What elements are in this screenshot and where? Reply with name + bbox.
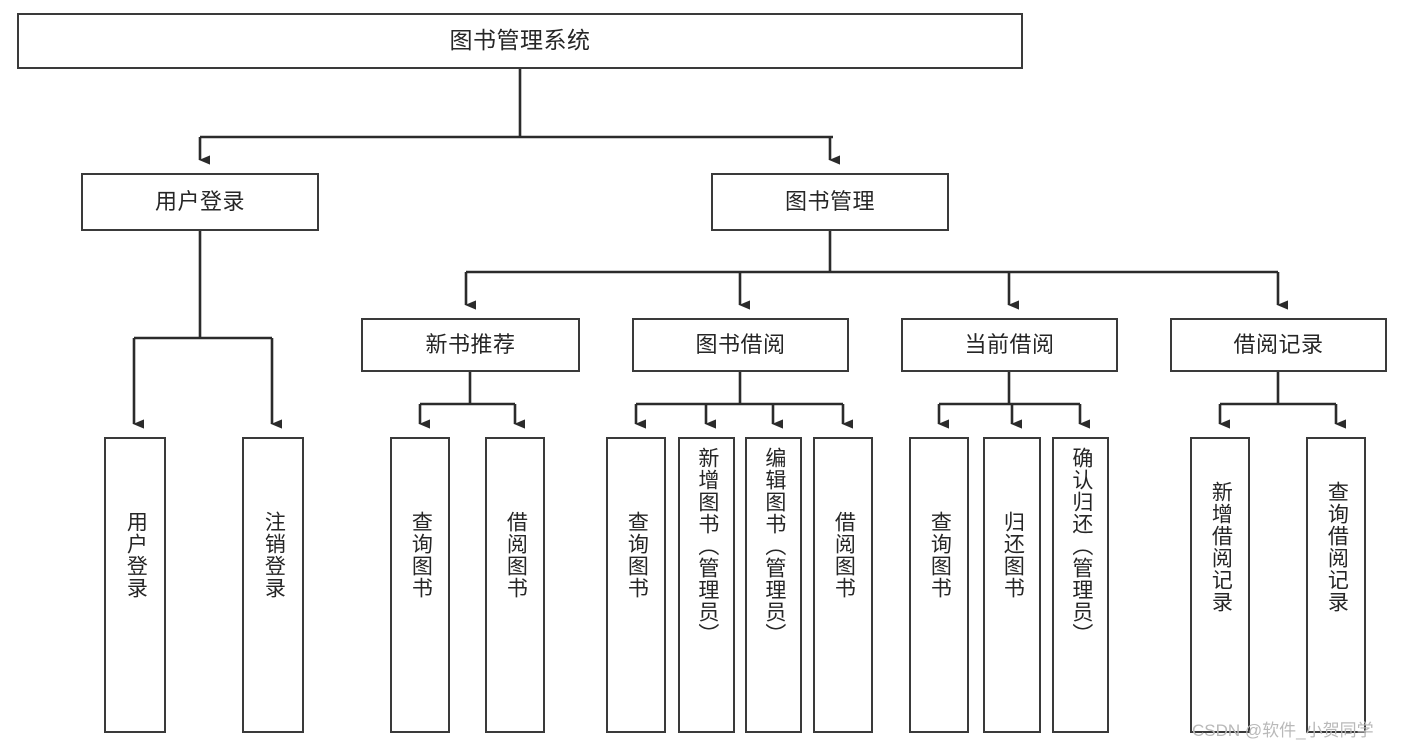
node-leaf-query-book-current-label: 查询图书 [928, 511, 952, 599]
node-leaf-query-record-label: 查询借阅记录 [1325, 481, 1349, 613]
node-leaf-return-book-label: 归还图书 [1001, 511, 1025, 599]
node-leaf-query-book-borrow[interactable]: 查询图书 [606, 437, 666, 733]
node-leaf-add-record-label: 新增借阅记录 [1209, 481, 1233, 613]
node-borrow-record[interactable]: 借阅记录 [1170, 318, 1387, 372]
node-book-borrow-label: 图书借阅 [695, 331, 786, 357]
node-leaf-add-record[interactable]: 新增借阅记录 [1190, 437, 1250, 733]
node-leaf-user-login[interactable]: 用户登录 [104, 437, 166, 733]
node-leaf-query-record[interactable]: 查询借阅记录 [1306, 437, 1366, 733]
node-leaf-borrow-book-borrow-label: 借阅图书 [832, 511, 856, 599]
node-leaf-logout-label: 注销登录 [262, 511, 286, 599]
node-leaf-query-book-rec-label: 查询图书 [409, 511, 433, 599]
node-book-manage[interactable]: 图书管理 [711, 173, 949, 231]
node-leaf-edit-book[interactable]: 编辑图书（管理员） [745, 437, 802, 733]
node-leaf-query-book-borrow-label: 查询图书 [625, 511, 649, 599]
node-book-borrow[interactable]: 图书借阅 [632, 318, 849, 372]
node-leaf-confirm-return[interactable]: 确认归还（管理员） [1052, 437, 1109, 733]
node-leaf-borrow-book-borrow[interactable]: 借阅图书 [813, 437, 873, 733]
node-new-book-rec-label: 新书推荐 [425, 331, 516, 357]
node-leaf-confirm-return-label: 确认归还（管理员） [1069, 447, 1093, 645]
csdn-watermark: CSDN @软件_小贺同学 [1192, 721, 1374, 740]
node-leaf-edit-book-label: 编辑图书（管理员） [762, 447, 786, 645]
node-root[interactable]: 图书管理系统 [17, 13, 1023, 69]
node-current-borrow[interactable]: 当前借阅 [901, 318, 1118, 372]
node-leaf-add-book[interactable]: 新增图书（管理员） [678, 437, 735, 733]
node-new-book-rec[interactable]: 新书推荐 [361, 318, 580, 372]
node-leaf-add-book-label: 新增图书（管理员） [695, 447, 719, 645]
node-leaf-user-login-label: 用户登录 [124, 511, 148, 599]
node-user-login-label: 用户登录 [154, 188, 245, 214]
node-user-login[interactable]: 用户登录 [81, 173, 319, 231]
node-current-borrow-label: 当前借阅 [964, 331, 1055, 357]
node-leaf-logout[interactable]: 注销登录 [242, 437, 304, 733]
node-book-manage-label: 图书管理 [784, 188, 875, 214]
node-leaf-return-book[interactable]: 归还图书 [983, 437, 1041, 733]
node-leaf-query-book-rec[interactable]: 查询图书 [390, 437, 450, 733]
node-leaf-borrow-book-rec[interactable]: 借阅图书 [485, 437, 545, 733]
node-root-label: 图书管理系统 [449, 27, 591, 54]
node-borrow-record-label: 借阅记录 [1233, 331, 1324, 357]
node-leaf-borrow-book-rec-label: 借阅图书 [504, 511, 528, 599]
node-leaf-query-book-current[interactable]: 查询图书 [909, 437, 969, 733]
